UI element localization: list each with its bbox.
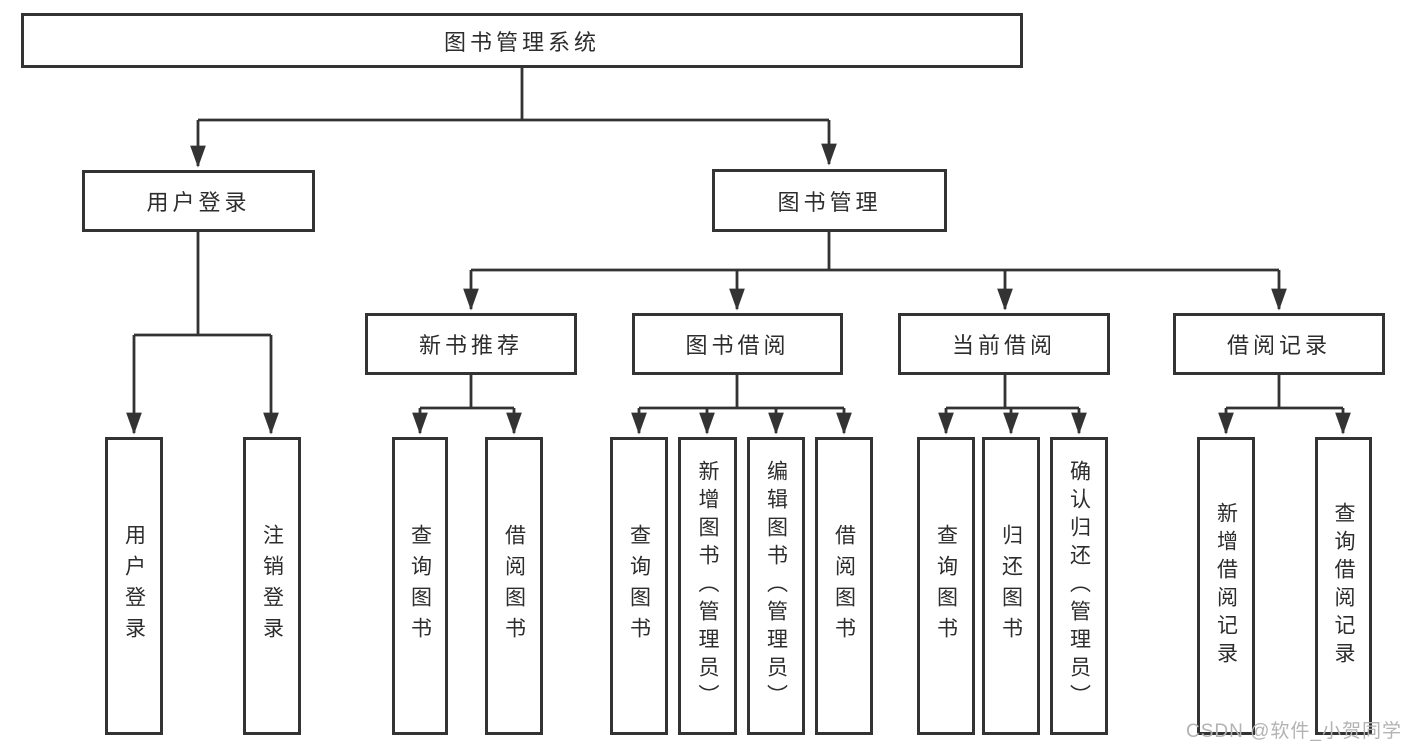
node-user-login: 用户登录 xyxy=(82,170,315,232)
csdn-watermark: CSDN @软件_小贺同学 xyxy=(1186,721,1402,742)
leaf-confirm-return-admin: 确认归还（管理员） xyxy=(1050,437,1108,735)
leaf-add-book-admin: 新增图书（管理员） xyxy=(678,437,737,735)
leaf-query-books-current: 查询图书 xyxy=(917,437,975,735)
node-new-book-recommend-label: 新书推荐 xyxy=(418,333,523,358)
leaf-query-borrow-record: 查询借阅记录 xyxy=(1315,437,1372,735)
leaf-query-books-recommend: 查询图书 xyxy=(392,437,448,735)
node-book-borrow: 图书借阅 xyxy=(632,313,843,375)
node-book-management: 图书管理 xyxy=(712,169,947,232)
node-borrow-records: 借阅记录 xyxy=(1173,313,1385,375)
node-user-login-label: 用户登录 xyxy=(146,190,251,215)
node-current-borrow-label: 当前借阅 xyxy=(951,333,1056,358)
node-new-book-recommend: 新书推荐 xyxy=(365,313,577,375)
leaf-return-book: 归还图书 xyxy=(982,437,1040,735)
leaf-logout: 注销登录 xyxy=(243,437,301,735)
node-book-borrow-label: 图书借阅 xyxy=(685,333,790,358)
leaf-query-books-borrow: 查询图书 xyxy=(610,437,668,735)
node-current-borrow: 当前借阅 xyxy=(898,313,1110,375)
leaf-user-login: 用户登录 xyxy=(105,437,163,735)
node-book-management-label: 图书管理 xyxy=(777,189,882,215)
leaf-borrow-books-recommend: 借阅图书 xyxy=(485,437,543,735)
leaf-edit-book-admin: 编辑图书（管理员） xyxy=(747,437,805,735)
leaf-add-borrow-record: 新增借阅记录 xyxy=(1197,437,1255,735)
node-root-label: 图书管理系统 xyxy=(443,29,600,55)
leaf-borrow-books: 借阅图书 xyxy=(815,437,873,735)
node-root-system: 图书管理系统 xyxy=(21,13,1023,68)
node-borrow-records-label: 借阅记录 xyxy=(1226,333,1331,358)
